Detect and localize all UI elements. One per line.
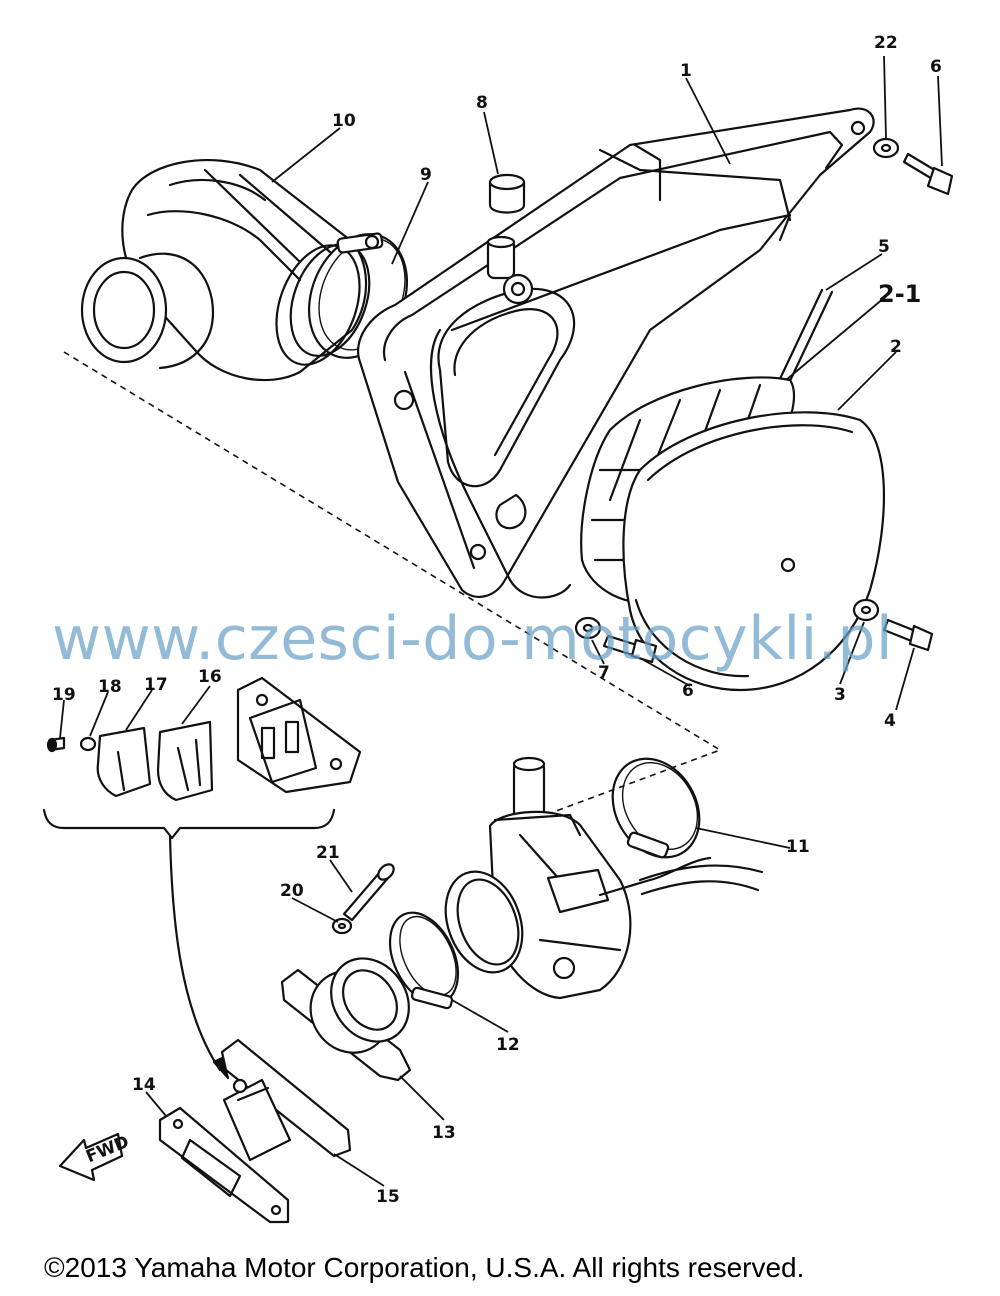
label-part-8: 8 [476,93,488,113]
label-part-16: 16 [198,667,222,687]
screw-part-19 [46,736,97,753]
reed-stopper-part-18 [96,726,152,798]
label-part-2: 2 [890,337,902,357]
clamp-part-12 [388,911,460,1010]
copyright-notice: ©2013 Yamaha Motor Corporation, U.S.A. A… [44,1252,805,1283]
label-part-7: 7 [598,663,610,683]
bolt-part-6-lower [602,634,658,664]
label-part-11: 11 [786,837,810,857]
washer-part-7 [574,616,602,640]
reed-valve-body-part-15 [220,1038,352,1162]
label-part-13: 13 [432,1123,456,1143]
label-part-6-lower: 6 [682,681,694,701]
label-part-20: 20 [280,881,304,901]
label-part-22: 22 [874,33,898,53]
part-labels: 1 2 2-1 3 4 5 6 6 7 8 9 10 11 12 13 14 1… [52,33,942,1207]
leader-lines [59,55,943,1187]
carburetor [444,756,764,1000]
bolt-part-21 [342,863,395,922]
carburetor-joint-part-13 [280,957,412,1082]
gasket-part-14 [158,1106,290,1224]
label-part-19: 19 [52,685,76,705]
washer-part-22 [872,137,900,159]
air-cleaner-cover-part-2 [622,411,886,692]
label-part-15: 15 [376,1187,400,1207]
label-part-14: 14 [132,1075,156,1095]
label-part-1: 1 [680,61,692,81]
label-part-2-1: 2-1 [878,280,921,308]
label-part-10: 10 [332,111,356,131]
label-part-6-upper: 6 [930,57,942,77]
bolt-part-4 [882,618,934,652]
clamp-part-11 [611,757,701,859]
air-cleaner-case-part-1 [357,107,875,599]
washer-part-3 [852,598,880,622]
label-part-21: 21 [316,843,340,863]
label-part-4: 4 [884,711,896,731]
cap-part-8 [488,173,526,214]
reed-group-bracket [42,808,336,1080]
reed-petal-part-17 [156,720,214,802]
forward-arrow-icon: FWD [58,1132,132,1182]
intake-duct-part-10 [80,159,371,382]
label-part-18: 18 [98,677,122,697]
label-part-3: 3 [834,685,846,705]
label-part-12: 12 [496,1035,520,1055]
reed-valve-part-16 [236,676,362,794]
label-part-9: 9 [420,165,432,185]
bolt-part-6-upper [902,152,954,196]
label-part-17: 17 [144,675,168,695]
label-part-5: 5 [878,237,890,257]
